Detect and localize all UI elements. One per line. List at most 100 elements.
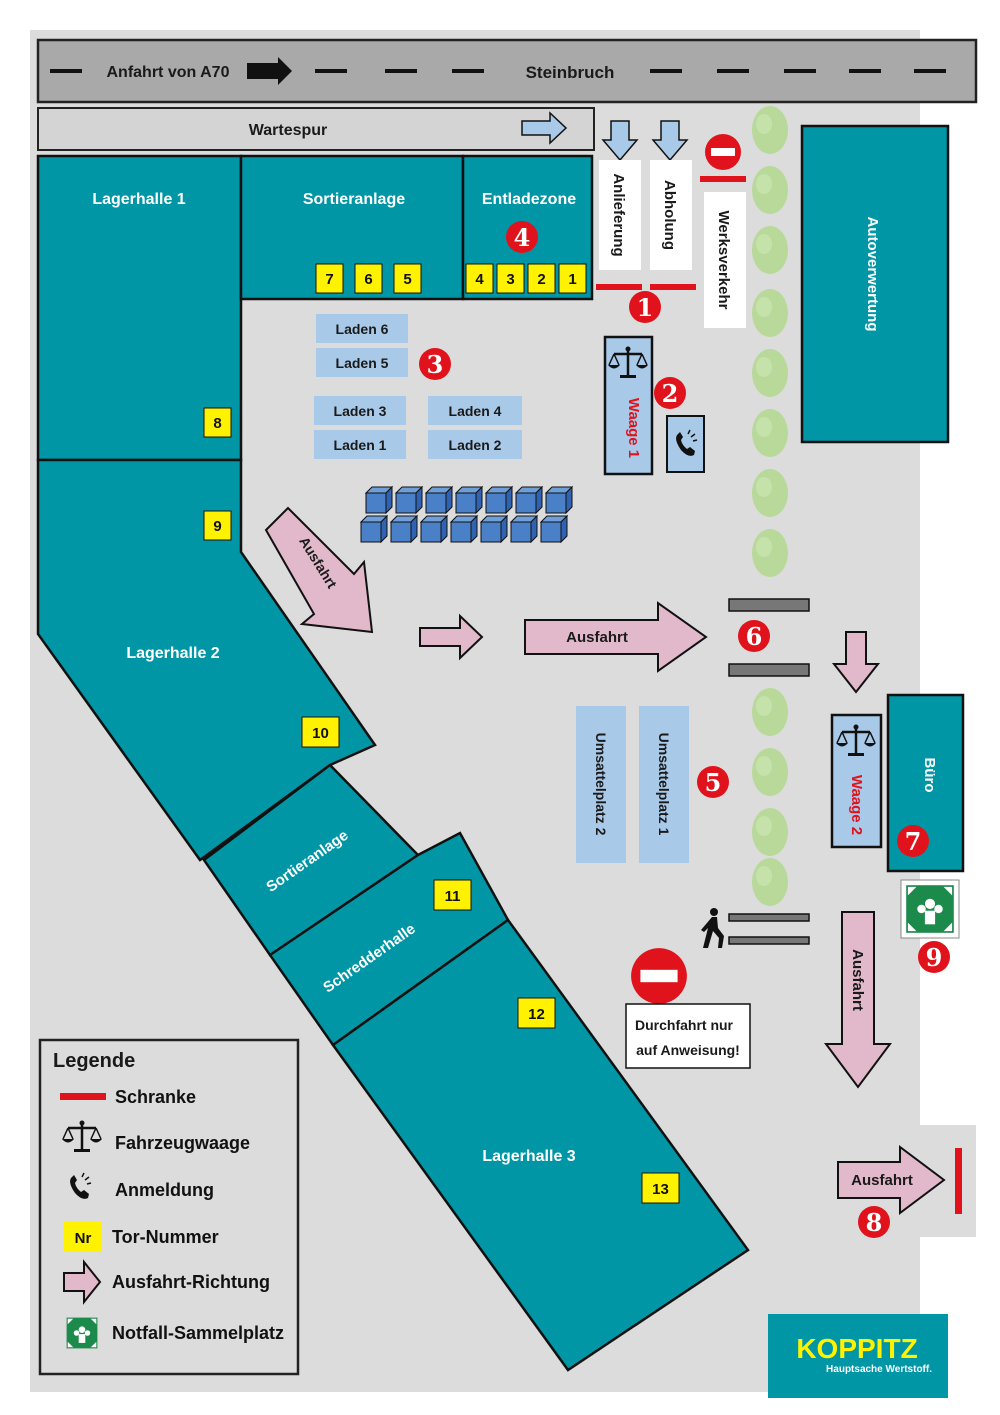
svg-text:13: 13 <box>652 1181 669 1198</box>
buero-label: Büro <box>921 758 938 793</box>
svg-text:10: 10 <box>312 725 329 742</box>
lane-abholung-label: Abholung <box>661 180 678 250</box>
gate-badge: 6 <box>354 263 383 294</box>
gate-badge: 10 <box>301 716 340 748</box>
bay-umsattelplatz-2: Umsattelplatz 2 <box>576 706 626 863</box>
svg-text:12: 12 <box>528 1006 545 1023</box>
lane-anlieferung-label: Anlieferung <box>610 173 627 256</box>
notice-box <box>625 1003 751 1069</box>
tree-icon <box>752 106 788 154</box>
container-icon <box>455 486 483 514</box>
tree-icon <box>752 226 788 274</box>
pedestrian-crossing <box>728 936 810 945</box>
barrier-werksverkehr <box>700 176 746 182</box>
svg-text:3: 3 <box>506 271 514 288</box>
legend-barrier-swatch <box>60 1093 106 1100</box>
gate-badge: 3 <box>496 263 525 294</box>
autoverwertung <box>800 124 950 444</box>
svg-text:Ausfahrt: Ausfahrt <box>851 1172 913 1189</box>
assembly-point-icon <box>66 1317 98 1349</box>
svg-text:8: 8 <box>213 415 221 432</box>
container-icon <box>480 515 508 543</box>
gate-badges: 4 3 2 1 7 6 5 8 9 10 11 12 13 <box>203 263 680 1204</box>
legend-schranke: Schranke <box>115 1087 196 1107</box>
marker: 6 <box>738 620 770 652</box>
waage-1-label: Waage 1 <box>625 398 642 458</box>
access-road-label: Anfahrt von A70 <box>107 64 230 81</box>
marker: 1 <box>629 291 661 323</box>
tree-icon <box>752 529 788 577</box>
no-entry-icon <box>631 948 687 1004</box>
container-icon <box>395 486 423 514</box>
tree-icon <box>752 858 788 906</box>
queue-lane-label: Wartespur <box>249 122 328 139</box>
anmeldung-terminal <box>666 415 705 473</box>
container-icon <box>485 486 513 514</box>
legend-ausfahrt: Ausfahrt-Richtung <box>112 1272 270 1292</box>
loading-bays: Laden 6 Laden 5 Laden 3 Laden 4 Laden 1 … <box>314 314 689 863</box>
arrow-icon <box>831 631 881 694</box>
arrow-icon <box>419 613 484 661</box>
bay-umsattelplatz-1: Umsattelplatz 1 <box>639 706 689 863</box>
legend-nr-badge: Nr <box>75 1230 92 1247</box>
legend-anmeldung: Anmeldung <box>115 1180 214 1200</box>
svg-text:5: 5 <box>403 271 411 288</box>
arrow-icon <box>651 120 689 162</box>
svg-text:3: 3 <box>427 350 444 379</box>
gate-badge: 5 <box>393 263 422 294</box>
lane-werksverkehr <box>704 192 746 328</box>
container-icon <box>420 515 448 543</box>
svg-text:6: 6 <box>364 271 372 288</box>
marker: 3 <box>419 348 451 380</box>
arrow-icon <box>601 120 639 162</box>
gate-barrier <box>728 598 810 612</box>
marker: 9 <box>918 941 950 973</box>
container-icon <box>365 486 393 514</box>
gate-badge: 7 <box>315 263 344 294</box>
sortieranlage-top <box>239 154 465 301</box>
tree-icon <box>752 808 788 856</box>
exit-arrows: Ausfahrt Ausfahrt Ausfahrt Ausfahrt <box>264 506 962 1215</box>
svg-text:9: 9 <box>213 518 221 535</box>
svg-text:11: 11 <box>445 888 461 905</box>
svg-text:Laden 4: Laden 4 <box>449 403 502 419</box>
svg-text:Laden 2: Laden 2 <box>449 437 502 453</box>
svg-text:Umsattelplatz 2: Umsattelplatz 2 <box>593 733 609 836</box>
tree-icon <box>752 688 788 736</box>
tree-icon <box>752 166 788 214</box>
svg-text:4: 4 <box>475 271 484 288</box>
bay-laden-4: Laden 4 <box>428 396 522 425</box>
legend-notfall: Notfall-Sammelplatz <box>112 1323 284 1343</box>
legend: Legende Schranke Fahrzeugwaage Anmeldung… <box>38 1038 300 1376</box>
no-entry-icon <box>705 134 741 170</box>
lagerhalle-1-label: Lagerhalle 1 <box>92 191 185 208</box>
container-icon <box>450 515 478 543</box>
marker: 4 <box>506 221 538 253</box>
logo-tagline: Hauptsache Wertstoff. <box>826 1364 932 1375</box>
container-icon <box>545 486 573 514</box>
gate-badge: 4 <box>465 263 494 294</box>
container-icon <box>390 515 418 543</box>
main-road <box>36 38 978 104</box>
barrier-abholung <box>650 284 696 290</box>
queue-lane <box>37 107 595 151</box>
svg-text:4: 4 <box>514 223 531 252</box>
svg-text:2: 2 <box>537 271 545 288</box>
notice-line-1: Durchfahrt nur <box>635 1017 734 1033</box>
gate-badge: 13 <box>641 1172 680 1204</box>
gate-badge: 2 <box>527 263 556 294</box>
svg-text:7: 7 <box>325 271 333 288</box>
container-icon <box>425 486 453 514</box>
container-icon <box>360 515 388 543</box>
svg-text:Laden 6: Laden 6 <box>336 321 389 337</box>
lagerhalle-3-label: Lagerhalle 3 <box>482 1148 575 1165</box>
arrow-icon <box>521 111 568 145</box>
svg-text:2: 2 <box>662 379 679 408</box>
tree-icon <box>752 349 788 397</box>
gate-badge: 9 <box>203 510 232 541</box>
svg-text:Umsattelplatz 1: Umsattelplatz 1 <box>656 733 672 836</box>
barrier-final <box>955 1148 962 1214</box>
marker: 7 <box>897 825 929 857</box>
svg-text:Laden 3: Laden 3 <box>334 403 387 419</box>
